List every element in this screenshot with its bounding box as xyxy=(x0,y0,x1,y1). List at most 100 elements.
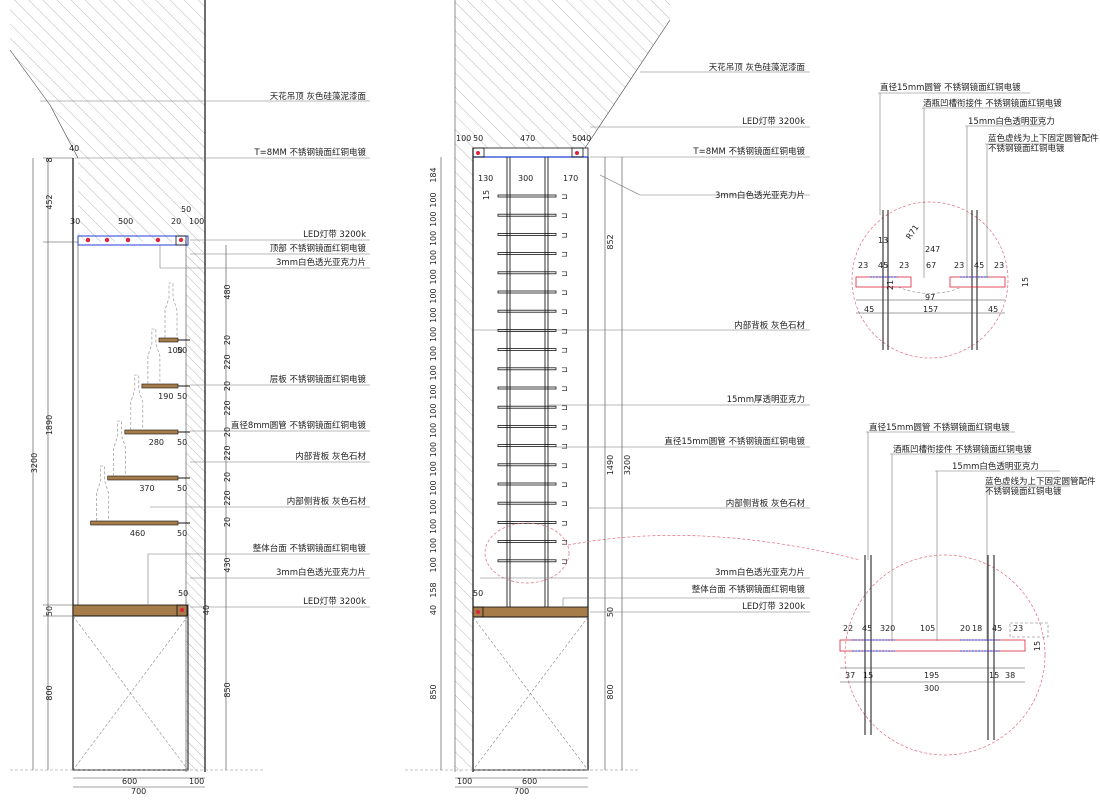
dim: 21 xyxy=(886,280,895,290)
detail-bottom: 直径15mm圆管 不锈钢镜面红铜电镀 酒瓶凹槽衔接件 不锈钢镜面红铜电镀 15m… xyxy=(839,422,1096,756)
dim: 22 xyxy=(843,624,853,633)
shelf xyxy=(124,429,179,435)
label-ceiling: 天花吊顶 灰色硅藻泥漆面 xyxy=(270,91,367,102)
dim: 100 xyxy=(429,212,438,227)
bottle-outline xyxy=(147,328,161,384)
dim: 50 xyxy=(572,134,582,143)
left-counter xyxy=(72,604,189,617)
dim: 170 xyxy=(563,174,578,183)
shelf-depth: 50 xyxy=(177,346,187,355)
dim: 45 xyxy=(878,261,888,270)
dim: 100 xyxy=(429,384,438,399)
shelf xyxy=(90,520,179,526)
bottle-outline xyxy=(96,465,109,521)
dim: 600 xyxy=(522,777,537,786)
shelf xyxy=(158,337,179,343)
label-shelf: 层板 不锈钢镜面红铜电镀 xyxy=(270,374,367,385)
detail-label: 不锈钢镜面红铜电镀 xyxy=(988,143,1065,154)
acrylic-rung xyxy=(497,424,557,428)
shelf-width: 280 xyxy=(149,438,164,447)
dim: 320 xyxy=(880,624,895,633)
dim: 220 xyxy=(223,354,232,369)
left-leaders xyxy=(40,100,370,608)
label-led-bottom: LED灯带 3200k xyxy=(742,601,805,612)
dim: 100 xyxy=(429,519,438,534)
label-top-steel: 顶部 不锈钢镜面红铜电镀 xyxy=(270,243,367,254)
shelf xyxy=(107,475,179,481)
dim: 852 xyxy=(606,234,615,249)
rung-mark: ⊐ xyxy=(561,518,568,527)
dim: 20 xyxy=(223,427,232,437)
dim: 20 xyxy=(171,217,181,226)
dim: 247 xyxy=(925,245,940,254)
dim: 100 xyxy=(429,404,438,419)
rung-mark: ⊐ xyxy=(561,230,568,239)
dim: 100 xyxy=(429,423,438,438)
dim: 220 xyxy=(223,490,232,505)
label-side-panel: 内部侧背板 灰色石材 xyxy=(287,496,367,507)
dim: 220 xyxy=(223,400,232,415)
acrylic-rung xyxy=(497,290,557,294)
label-acrylic-top: 3mm白色透光亚克力片 xyxy=(276,257,366,268)
dim: 40 xyxy=(581,134,591,143)
rung-mark: ⊐ xyxy=(561,269,568,278)
label-back-panel: 内部背板 灰色石材 xyxy=(295,451,366,462)
dim: 130 xyxy=(478,174,493,183)
bottle-outline xyxy=(130,374,144,430)
shelf-depth: 50 xyxy=(177,392,187,401)
rung-mark: ⊐ xyxy=(561,288,568,297)
middle-left-dims: 1841001001001001001001001001001001001001… xyxy=(429,167,438,699)
rung-mark: ⊐ xyxy=(561,192,568,201)
dim: 45 xyxy=(862,624,872,633)
dim: R71 xyxy=(904,223,920,241)
dim: 23 xyxy=(899,261,909,270)
rung-mark: ⊐ xyxy=(561,442,568,451)
dim: 100 xyxy=(429,288,438,303)
dim: 45 xyxy=(992,624,1002,633)
dim: 100 xyxy=(429,365,438,380)
dim: 100 xyxy=(189,217,204,226)
label-rod: 直径15mm圆管 不锈钢镜面红铜电镀 xyxy=(664,436,805,447)
detail-label: 直径15mm圆管 不锈钢镜面红铜电镀 xyxy=(869,422,1010,433)
dim: 23 xyxy=(994,261,1004,270)
dim: 15 xyxy=(989,671,999,680)
rung-mark: ⊐ xyxy=(561,307,568,316)
dim: 100 xyxy=(429,461,438,476)
dim: 50 xyxy=(181,205,191,214)
left-ceiling-hatch xyxy=(10,0,205,242)
dim: 184 xyxy=(429,167,438,182)
dim: 195 xyxy=(924,671,939,680)
dim: 1890 xyxy=(45,415,54,435)
acrylic-rung xyxy=(497,367,557,371)
detail-label: 15mm白色透明亚克力 xyxy=(968,116,1055,127)
rung-mark: ⊐ xyxy=(561,422,568,431)
dim: 700 xyxy=(131,787,146,796)
acrylic-rung xyxy=(497,540,557,543)
dim: 1490 xyxy=(606,455,615,475)
dim: 20 xyxy=(223,472,232,482)
dim: 105 xyxy=(920,624,935,633)
dim: 45 xyxy=(988,305,998,314)
dim: 452 xyxy=(45,194,54,209)
shelf xyxy=(141,383,179,389)
bottle-outline xyxy=(113,420,126,476)
label-ceiling: 天花吊顶 灰色硅藻泥漆面 xyxy=(709,62,806,73)
detail-label: 蓝色虚线为上下固定圆管配件 xyxy=(985,476,1096,487)
dim: 100 xyxy=(429,231,438,246)
dim: 20 xyxy=(960,624,970,633)
dim: 45 xyxy=(974,261,984,270)
detail-label: 酒瓶凹槽衔接件 不锈钢镜面红铜电镀 xyxy=(893,444,1032,455)
rung-mark: ⊐ xyxy=(561,557,568,566)
dim: 40 xyxy=(429,605,438,615)
dim: 850 xyxy=(223,682,232,697)
rung-mark: ⊐ xyxy=(561,211,568,220)
label-counter: 整体台面 不锈钢镜面红铜电镀 xyxy=(253,543,367,554)
rung-mark: ⊐ xyxy=(561,461,568,470)
shelf-width: 100 xyxy=(168,346,183,355)
shelf-depth: 50 xyxy=(177,438,187,447)
detail-label: 直径15mm圆管 不锈钢镜面红铜电镀 xyxy=(880,82,1021,93)
label-back-panel: 内部背板 灰色石材 xyxy=(734,320,805,331)
